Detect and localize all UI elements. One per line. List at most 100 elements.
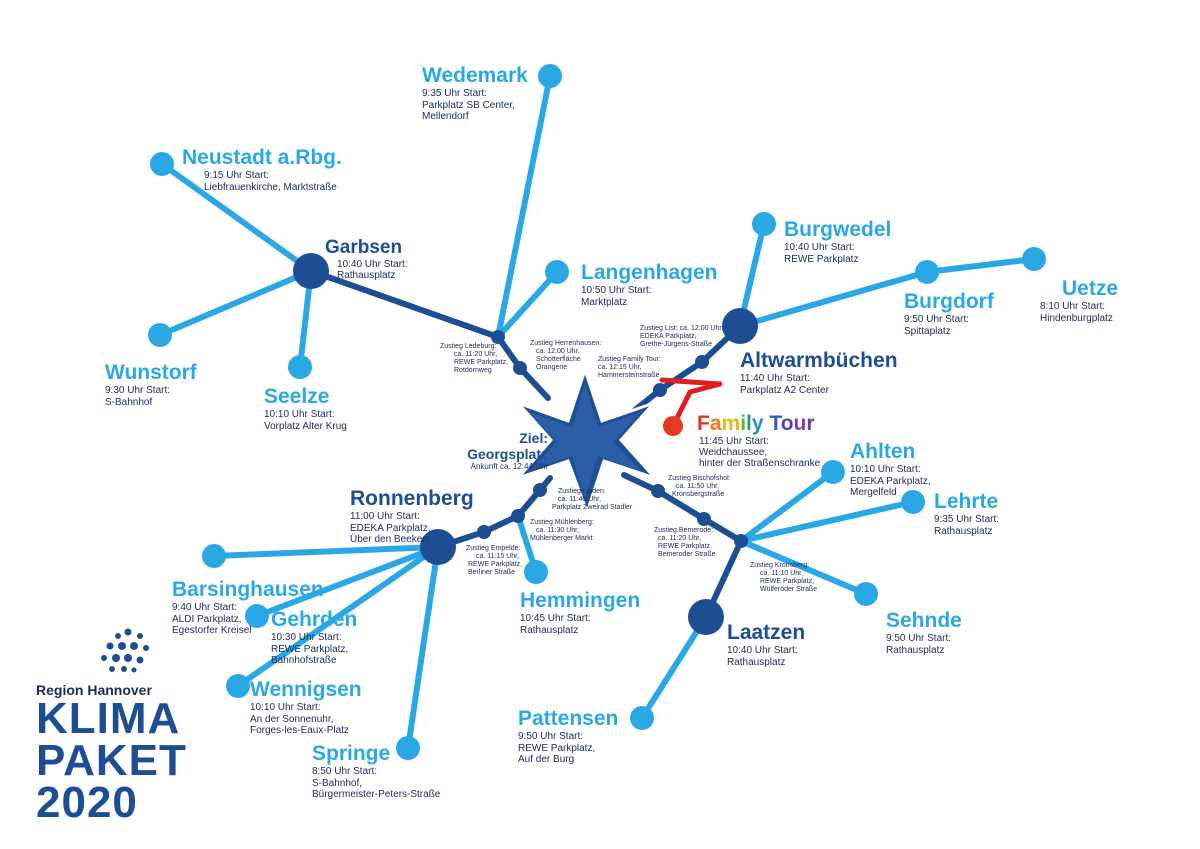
place-name: Pattensen	[518, 707, 619, 730]
stop-line: ca. 11:50 Uhr,	[676, 483, 720, 491]
label-burgwedel: Burgwedel 10:40 Uhr Start: REWE Parkplat…	[784, 218, 891, 265]
hub-ronnenberg	[420, 529, 456, 565]
start-address: Hindenburgplatz	[1040, 312, 1113, 324]
destination-star-inner	[529, 384, 641, 499]
stop-line: Orangerie	[536, 364, 568, 372]
label-springe: Springe 8:50 Uhr Start: S-Bahnhof, Bürge…	[312, 742, 440, 801]
start-time: 11:00 Uhr Start:	[350, 511, 420, 523]
logo-dot	[109, 666, 115, 672]
place-name: Wennigsen	[250, 678, 362, 701]
stop-herrenhausen: Zustieg Herrenhausen: ca. 12:00 Uhr, Sch…	[530, 340, 601, 372]
stop-line: Zustieg Family Tour:	[598, 356, 661, 363]
stop-dot-family	[653, 383, 667, 397]
dot-lehrte	[901, 490, 925, 514]
stop-bemerode: Zustieg Bemerode: ca. 11:20 Uhr, REWE Pa…	[654, 527, 716, 559]
place-name: Hemmingen	[520, 589, 641, 612]
start-address: Bürgermeister-Peters-Straße	[312, 789, 441, 801]
start-address: Rathausplatz	[520, 624, 579, 636]
start-address: Rathausplatz	[886, 644, 945, 656]
dot-hemmingen	[524, 560, 548, 584]
dot-burgwedel	[752, 212, 776, 236]
stop-dot-list	[695, 355, 709, 369]
stop-ledeburg: Zustieg Ledeburg: ca. 11:20 Uhr, REWE Pa…	[440, 343, 508, 375]
start-time: 10:10 Uhr Start:	[264, 409, 335, 421]
start-address: REWE Parkplatz,	[271, 643, 349, 655]
start-address: Über den Beeken	[350, 534, 428, 546]
route-sehnde	[738, 538, 869, 597]
place-name: Ronnenberg	[350, 487, 474, 510]
stop-line: Zustieg Linden:	[558, 488, 606, 495]
label-destination: Ziel: Georgsplatz Ankunft ca. 12:44 Uhr	[458, 430, 548, 471]
start-address: ALDI Parkplatz,	[172, 613, 242, 625]
place-name: Barsinghausen	[172, 578, 324, 601]
family-tour-letter: l	[746, 412, 752, 435]
place-name: Altwarmbüchen	[740, 349, 898, 372]
stop-line: Zustieg List: ca. 12:00 Uhr,	[640, 325, 724, 332]
logo-line2: PAKET	[36, 735, 187, 785]
stop-line: Rotdornweg	[454, 367, 492, 375]
stop-line: ca. 11:20 Uhr,	[454, 351, 498, 359]
stop-dot-kronsberg	[734, 534, 748, 548]
place-name: Langenhagen	[581, 261, 718, 284]
label-sehnde: Sehnde 9:50 Uhr Start: Rathausplatz	[886, 609, 962, 656]
start-address: REWE Parkplatz,	[518, 742, 596, 754]
start-time: 9:35 Uhr Start:	[422, 88, 488, 100]
place-name: Wedemark	[422, 64, 528, 87]
family-tour-letter: u	[793, 412, 807, 435]
place-name: Garbsen	[325, 237, 403, 258]
label-ahlten: Ahlten 10:10 Uhr Start: EDEKA Parkplatz,…	[850, 440, 931, 499]
logo-dots	[101, 628, 149, 673]
family-tour-letter: r	[806, 412, 815, 435]
place-name: Ahlten	[850, 440, 916, 463]
place-name: Lehrte	[934, 490, 999, 513]
route-lehrte	[738, 499, 916, 544]
start-address: S-Bahnhof	[105, 396, 153, 408]
label-uetze: Uetze 8:10 Uhr Start: Hindenburgplatz	[1040, 277, 1118, 324]
place-name: Laatzen	[727, 621, 806, 644]
place-name: Gehrden	[271, 608, 358, 631]
route-wedemark	[495, 73, 553, 340]
stop-line: ca. 11:15 Uhr,	[476, 553, 520, 561]
route-ahlten	[738, 469, 836, 544]
route-wennigsen	[235, 544, 441, 689]
stop-line: Zustieg Bischofshol:	[668, 475, 731, 482]
stop-line: ca. 11:30 Uhr,	[536, 527, 580, 535]
dot-wunstorf	[148, 323, 172, 347]
destination-arrival: Ankunft ca. 12:44 Uhr	[470, 462, 548, 472]
family-tour-letter: a	[709, 412, 722, 435]
route-springe	[405, 544, 441, 751]
dot-uetze	[1022, 247, 1046, 271]
dot-gehrden	[245, 604, 269, 628]
stop-empelde: Zustieg Empelde: ca. 11:15 Uhr, REWE Par…	[466, 545, 522, 577]
hub-altwarmbuechen	[722, 308, 758, 344]
logo-dot	[106, 642, 114, 650]
dot-wennigsen	[226, 674, 250, 698]
start-address: Vorplatz Alter Krug	[264, 420, 347, 432]
logo-line1: KLIMA	[36, 694, 181, 743]
stop-dot-bemerode	[697, 512, 711, 526]
stop-line: Zustieg Mühlenberg:	[530, 519, 594, 526]
logo-dot	[143, 645, 149, 651]
start-address: EDEKA Parkplatz,	[350, 522, 431, 534]
stop-line: Bemeroder Straße	[658, 551, 716, 559]
family-tour-letter: i	[740, 412, 747, 435]
start-time: 10:30 Uhr Start:	[271, 632, 342, 644]
start-address: Spittaplatz	[904, 325, 951, 337]
dot-pattensen	[630, 706, 654, 730]
stop-line: Zustieg Bemerode:	[654, 527, 714, 534]
stop-line: REWE Parkplatz,	[454, 359, 509, 367]
label-laatzen: Laatzen 10:40 Uhr Start: Rathausplatz	[727, 621, 805, 668]
start-address: Bahnhofstraße	[271, 655, 337, 667]
stop-list: Zustieg List: ca. 12:00 Uhr, EDEKA Parkp…	[640, 325, 723, 349]
start-address: Egestorfer Kreisel	[172, 625, 252, 637]
label-gehrden: Gehrden 10:30 Uhr Start: REWE Parkplatz,…	[271, 608, 357, 667]
logo-dot	[118, 642, 126, 650]
start-address: EDEKA Parkplatz,	[850, 475, 931, 487]
start-time: 8:10 Uhr Start:	[1040, 301, 1106, 313]
place-name: Uetze	[1062, 277, 1119, 300]
logo-dot	[121, 666, 127, 672]
start-time: 11:45 Uhr Start:	[699, 436, 769, 447]
label-hemmingen: Hemmingen 10:45 Uhr Start: Rathausplatz	[520, 589, 640, 636]
place-name: Burgdorf	[904, 290, 994, 313]
